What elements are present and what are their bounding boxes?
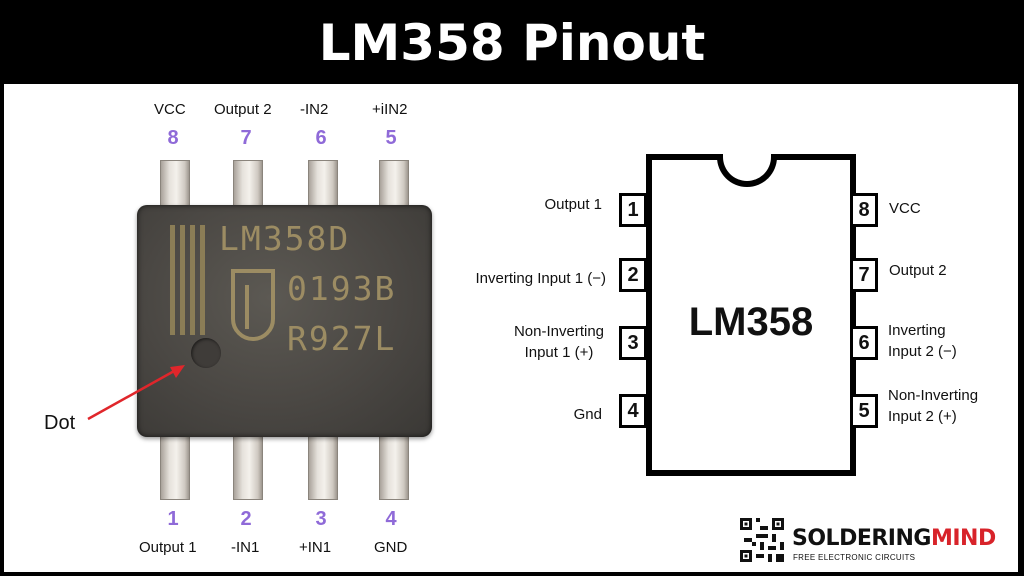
- brand-name: SOLDERINGMIND: [792, 526, 996, 551]
- schematic-pin-2: 2: [619, 258, 647, 292]
- top-pin-label-7: Output 2: [214, 101, 272, 118]
- ic-name: LM358: [688, 300, 814, 344]
- brand-name-part2: MIND: [930, 526, 996, 551]
- pin1-dot: [191, 338, 221, 368]
- top-pin-number-5: 5: [385, 127, 397, 149]
- bottom-pin-label-4: GND: [374, 539, 408, 556]
- bottom-pin-label-3: +IN1: [299, 539, 332, 556]
- top-pin-number-8: 8: [167, 127, 179, 149]
- chip-lead-3: [308, 432, 338, 500]
- top-pin-label-5: +iIN2: [372, 101, 408, 118]
- chip-marking-line-2: 0193B: [287, 269, 397, 308]
- qr-code-icon: [740, 518, 784, 562]
- chip-bar: [190, 225, 195, 335]
- schematic-pin-4: 4: [619, 394, 647, 428]
- top-pin-label-8: VCC: [154, 101, 186, 118]
- bottom-pin-number-1: 1: [167, 508, 179, 530]
- chip-marking-line-1: LM358D: [219, 219, 351, 258]
- chip-lead-1: [160, 432, 190, 500]
- schematic-pin-1: 1: [619, 193, 647, 227]
- schematic-pin-7: 7: [850, 258, 878, 292]
- schematic-pin-6: 6: [850, 326, 878, 360]
- bottom-pin-number-3: 3: [315, 508, 327, 530]
- top-pin-label-6: -IN2: [300, 101, 329, 118]
- chip-lead-8: [160, 160, 190, 212]
- schematic-pin-5: 5: [850, 394, 878, 428]
- schematic-label-5: Non-Inverting Input 2 (+): [888, 387, 979, 425]
- chip-lead-2: [233, 432, 263, 500]
- brand-tagline: FREE ELECTRONIC CIRCUITS: [793, 553, 916, 562]
- schematic-pin-8: 8: [850, 193, 878, 227]
- schematic-label-2: Inverting Input 1 (−): [475, 270, 607, 287]
- chip-bar: [170, 225, 175, 335]
- top-pin-number-7: 7: [240, 127, 252, 149]
- schematic-label-3: Non-Inverting Input 1 (+): [513, 323, 604, 361]
- manufacturer-logo: [231, 269, 275, 341]
- page-title: LM358 Pinout: [318, 14, 706, 72]
- schematic-label-8: VCC: [889, 200, 921, 217]
- chip-lead-4: [379, 432, 409, 500]
- dot-callout-arrow: [87, 365, 185, 421]
- bottom-pin-number-4: 4: [385, 508, 397, 530]
- chip-package: LM358D 0193B R927L: [137, 205, 432, 437]
- bottom-pin-label-1: Output 1: [139, 539, 197, 556]
- dot-callout-label: Dot: [44, 412, 76, 434]
- schematic-pin-3: 3: [619, 326, 647, 360]
- brand-name-part1: SOLDERING: [792, 526, 931, 551]
- chip-marking-line-3: R927L: [287, 319, 397, 358]
- ic-outline: [646, 154, 856, 476]
- bottom-pin-number-2: 2: [240, 508, 252, 530]
- schematic-label-4: Gnd: [573, 406, 602, 423]
- bottom-pin-label-2: -IN1: [231, 539, 260, 556]
- top-pin-number-6: 6: [315, 127, 327, 149]
- chip-lead-5: [379, 160, 409, 212]
- chip-bar: [180, 225, 185, 335]
- chip-lead-7: [233, 160, 263, 212]
- schematic-label-6: Inverting Input 2 (−): [888, 322, 957, 360]
- chip-lead-6: [308, 160, 338, 212]
- schematic-label-1: Output 1: [544, 196, 602, 213]
- chip-bar: [200, 225, 205, 335]
- schematic-label-7: Output 2: [889, 262, 947, 279]
